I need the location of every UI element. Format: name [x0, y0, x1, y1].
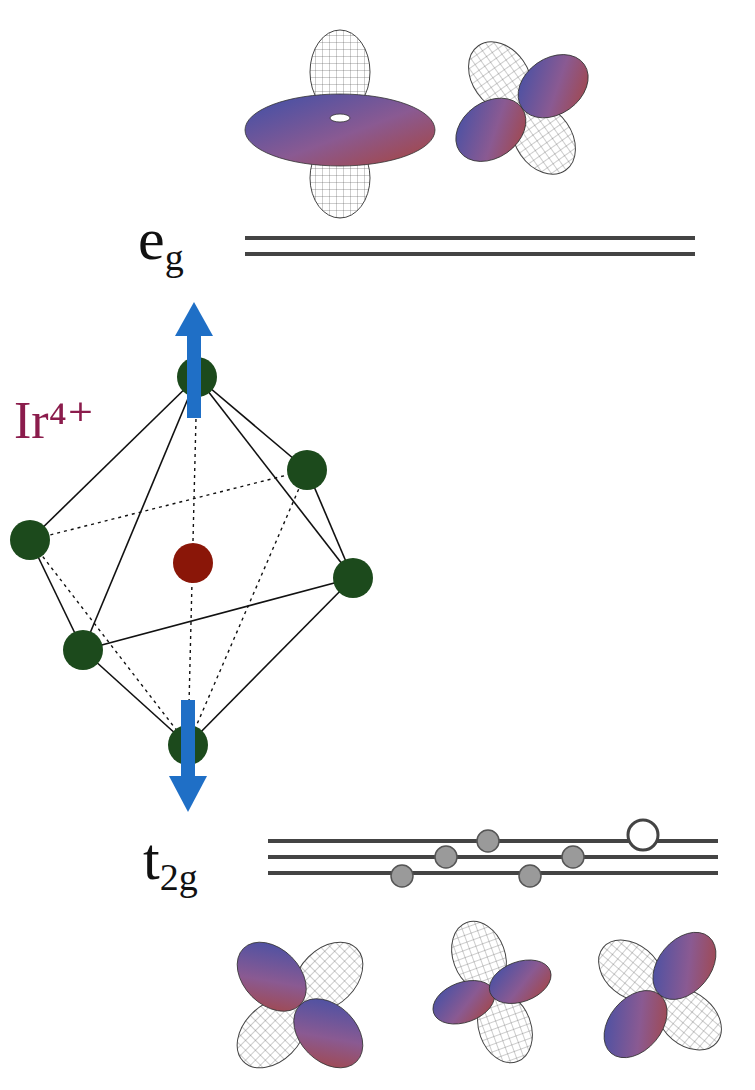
octahedron-edge [197, 377, 307, 470]
dz2-orbital [245, 30, 435, 218]
octahedron-edge [83, 578, 353, 650]
energy-level [245, 236, 695, 240]
arrow-head [169, 776, 207, 812]
electron [391, 865, 413, 887]
electron [477, 830, 499, 852]
orbital-torus [245, 94, 435, 166]
oxygen-atom [10, 520, 50, 560]
orbital-lobe [280, 985, 376, 1081]
energy-level [268, 855, 718, 859]
energy-level [245, 252, 695, 256]
hidden-edge [188, 470, 307, 745]
ion-label: Ir⁴⁺ [10, 395, 98, 447]
orbital-lobe [640, 920, 729, 1012]
electrons [391, 830, 584, 887]
dx2-y2-orbital [416, 2, 628, 214]
hidden-edge [30, 540, 188, 745]
dyz-orbital [408, 901, 575, 1082]
arrow-shaft [181, 700, 195, 782]
octahedron-edge [83, 650, 188, 745]
torus-hole [330, 114, 350, 122]
dxz-orbital [554, 889, 755, 1090]
octahedron-edge [188, 578, 353, 745]
orbital-lobe [506, 41, 600, 130]
dxy-orbital [187, 892, 413, 1090]
hole [628, 820, 658, 850]
arrow-shaft [187, 328, 201, 418]
orbital-lobe [483, 952, 557, 1011]
octahedron-edge [83, 377, 197, 650]
electron [435, 846, 457, 868]
electron [519, 865, 541, 887]
eg-level-label: eg [138, 198, 184, 276]
arrow-head [175, 302, 213, 336]
t2g-level-label: t2g [143, 818, 198, 896]
oxygen-atom [287, 450, 327, 490]
oxygen-atom [333, 558, 373, 598]
hidden-edge [30, 470, 307, 540]
energy-level [268, 871, 718, 875]
distortion-arrows [169, 302, 213, 812]
iridium-atom [173, 543, 213, 583]
electron [562, 846, 584, 868]
oxygen-atom [63, 630, 103, 670]
orbital-lobe [427, 973, 501, 1032]
